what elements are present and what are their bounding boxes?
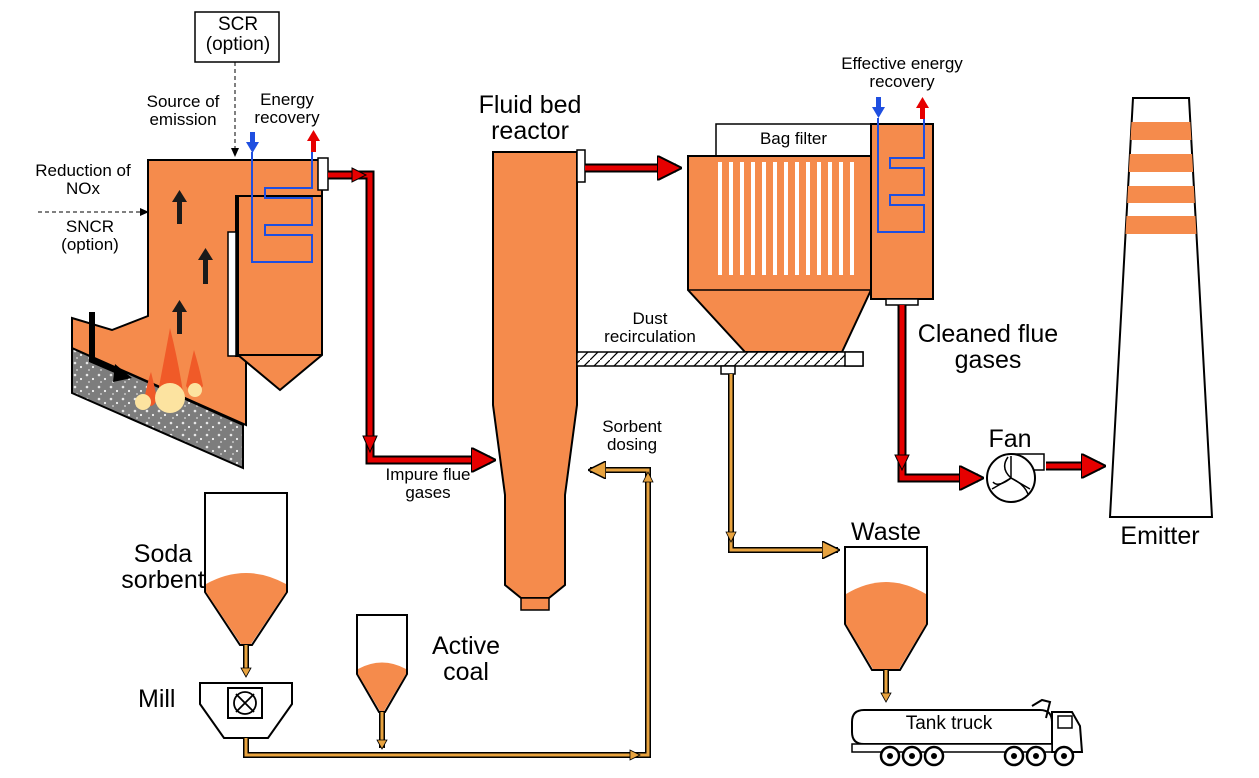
cleaned-flue-gases-label: Cleaned flue gases: [917, 320, 1059, 375]
tank-truck-label: Tank truck: [905, 713, 993, 734]
boiler-water-arrows: [246, 130, 320, 153]
impure-flue-gases-label: Impure flue gases: [385, 465, 471, 502]
bag-filter: [687, 123, 872, 353]
source-of-emission-label: Source of emission: [146, 92, 220, 129]
mill-label: Mill: [138, 685, 176, 713]
emitter-label: Emitter: [1120, 522, 1200, 550]
scr-option-box: [194, 11, 280, 63]
fan-label: Fan: [988, 425, 1032, 453]
active-coal-label: Active coal: [431, 632, 501, 687]
fluid-bed-reactor-label: Fluid bed reactor: [478, 91, 582, 146]
sorbent-dosing-label: Sorbent dosing: [602, 417, 662, 454]
mill: [199, 682, 293, 739]
scr-label: SCR (option): [205, 14, 271, 55]
flames: [135, 328, 203, 413]
waste-label: Waste: [851, 518, 921, 546]
dust-screw-conveyor: [576, 351, 864, 375]
soda-sorbent-silo: [204, 492, 288, 646]
boiler: [71, 152, 329, 470]
waste-silo: [844, 546, 928, 671]
reduction-nox-label: Reduction of NOx: [35, 161, 131, 198]
flue-gas-duct-1: [328, 170, 490, 465]
active-coal-silo: [356, 614, 408, 713]
soda-sorbent-label: Soda sorbent: [121, 540, 205, 595]
tank-truck: [851, 698, 1084, 767]
bag-filter-label: Bag filter: [759, 129, 828, 148]
fuel-feed-arrow: [89, 312, 122, 375]
effective-heat-exchanger: [870, 97, 934, 306]
sorbent-line: [243, 467, 651, 758]
energy-recovery-label: Energy recovery: [254, 90, 320, 127]
heat-exchanger-chamber: [237, 195, 323, 392]
fan: [986, 453, 1045, 503]
dust-to-waste-line: [728, 374, 838, 553]
dust-recirculation-label: Dust recirculation: [604, 309, 696, 346]
sncr-label: SNCR (option): [61, 217, 119, 254]
emitter-stack: [1108, 97, 1214, 518]
fluid-bed-reactor: [492, 151, 578, 599]
flow-up-arrows: [172, 190, 213, 334]
energy-recovery-coil: [251, 152, 313, 263]
effective-energy-recovery-label: Effective energy recovery: [841, 54, 963, 91]
